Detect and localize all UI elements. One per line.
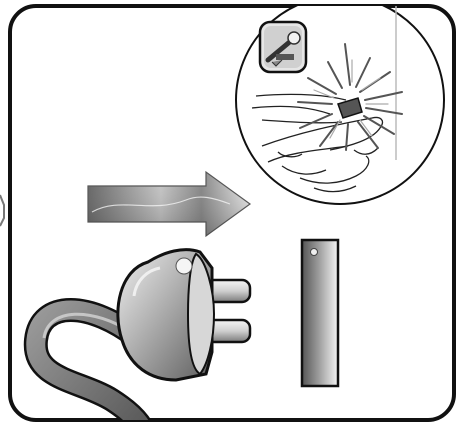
tool-badge-icon [258, 20, 308, 74]
plug-icon [116, 248, 252, 382]
insert-plug-arrow-icon [87, 170, 252, 238]
hand-sketch [251, 93, 384, 193]
previous-panel-edge [0, 194, 5, 227]
wall-socket-icon [300, 238, 340, 388]
socket-slot [337, 97, 363, 119]
